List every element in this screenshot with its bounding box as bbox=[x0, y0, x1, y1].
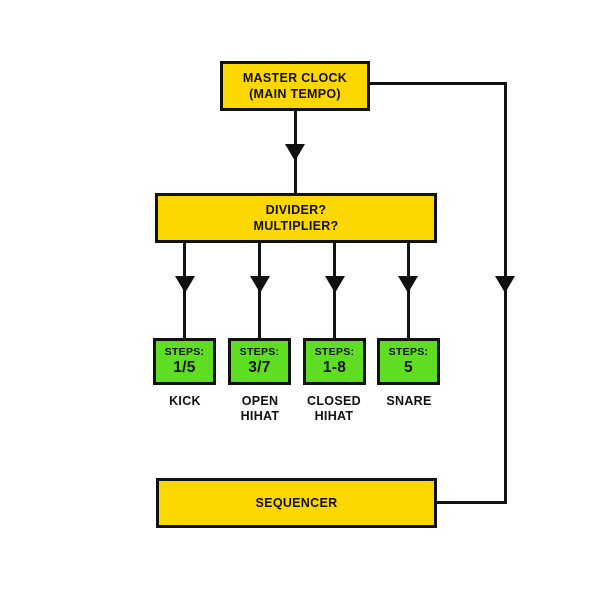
master-clock-line1: MASTER CLOCK bbox=[242, 71, 348, 85]
steps-label: STEPS: bbox=[239, 346, 280, 358]
channel-label-snare: SNARE bbox=[364, 394, 454, 409]
node-divider-multiplier: DIVIDER? MULTIPLIER? bbox=[155, 193, 437, 243]
channel-name-line1: SNARE bbox=[386, 394, 432, 408]
arrowhead-branch-kick bbox=[175, 276, 195, 293]
channel-name-line1: KICK bbox=[169, 394, 201, 408]
steps-value: 1/5 bbox=[173, 359, 196, 376]
feedback-line-top bbox=[368, 82, 507, 85]
channel-name-line1: OPEN bbox=[241, 394, 279, 408]
node-master-clock: MASTER CLOCK (MAIN TEMPO) bbox=[220, 61, 370, 111]
steps-label: STEPS: bbox=[388, 346, 429, 358]
steps-label: STEPS: bbox=[314, 346, 355, 358]
node-steps-snare: STEPS: 5 bbox=[377, 338, 440, 385]
arrowhead-feedback bbox=[495, 276, 515, 293]
divider-line1: DIVIDER? bbox=[265, 203, 327, 217]
channel-name-line1: CLOSED bbox=[307, 394, 361, 408]
node-steps-kick: STEPS: 1/5 bbox=[153, 338, 216, 385]
feedback-line-right bbox=[504, 82, 507, 504]
arrowhead-clock-to-divider bbox=[285, 144, 305, 161]
node-steps-open-hihat: STEPS: 3/7 bbox=[228, 338, 291, 385]
master-clock-line2: (MAIN TEMPO) bbox=[249, 87, 341, 101]
feedback-line-bottom bbox=[437, 501, 507, 504]
channel-label-kick: KICK bbox=[140, 394, 230, 409]
channel-label-open-hihat: OPEN HIHAT bbox=[215, 394, 305, 424]
arrowhead-branch-closed-hihat bbox=[325, 276, 345, 293]
node-sequencer: SEQUENCER bbox=[156, 478, 437, 528]
channel-label-closed-hihat: CLOSED HIHAT bbox=[289, 394, 379, 424]
channel-name-line2: HIHAT bbox=[240, 409, 280, 423]
divider-line2: MULTIPLIER? bbox=[253, 219, 339, 233]
channel-name-line2: HIHAT bbox=[314, 409, 354, 423]
steps-value: 5 bbox=[404, 359, 413, 376]
steps-label: STEPS: bbox=[164, 346, 205, 358]
arrowhead-branch-snare bbox=[398, 276, 418, 293]
steps-value: 3/7 bbox=[248, 359, 271, 376]
steps-value: 1-8 bbox=[322, 359, 347, 376]
node-steps-closed-hihat: STEPS: 1-8 bbox=[303, 338, 366, 385]
arrowhead-branch-open-hihat bbox=[250, 276, 270, 293]
sequencer-label: SEQUENCER bbox=[255, 496, 338, 510]
